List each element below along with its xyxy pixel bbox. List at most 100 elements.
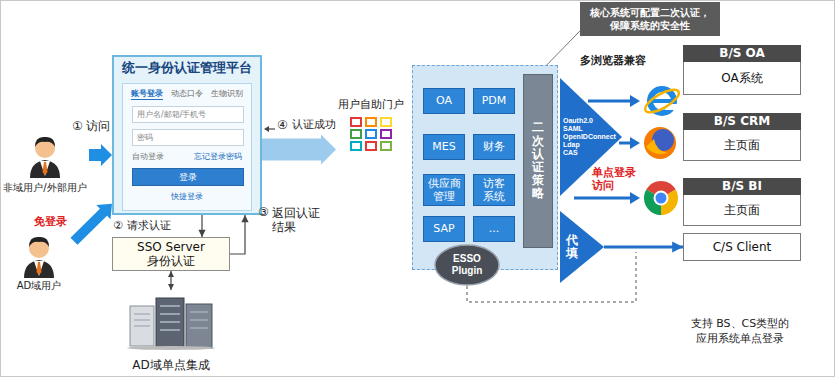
arrow-head xyxy=(168,284,174,290)
box-label: SAP xyxy=(433,222,454,235)
edge-label: 免登录 xyxy=(34,215,67,228)
callout-box: 核心系统可配置二次认证， 保障系统的安全性 xyxy=(580,2,720,36)
card-title: B/S CRM xyxy=(714,114,770,128)
box-label: 供应商管理 xyxy=(427,177,461,203)
arrow-head xyxy=(168,271,174,277)
box-label: SSO Server xyxy=(137,240,205,254)
access-arrow xyxy=(89,144,112,166)
sso-free-arrow xyxy=(70,204,112,245)
box-label: OA xyxy=(436,94,452,107)
fat-arrow xyxy=(89,144,112,166)
user-portal: 用户自助门户 xyxy=(336,98,406,160)
server-icon xyxy=(126,292,216,350)
step-arrow xyxy=(264,126,275,132)
box-label: 核心系统可配置二次认证， 保障系统的安全性 xyxy=(585,6,715,32)
app-box: 财务 xyxy=(473,134,515,160)
fill-arrow xyxy=(604,242,683,253)
login-form: 账号登录动态口令生物识别自动登录忘记登录密码快捷登录用户名/邮箱/手机号密码登录 xyxy=(122,83,252,211)
auth-platform: 统一身份认证管理平台账号登录动态口令生物识别自动登录忘记登录密码快捷登录用户名/… xyxy=(112,55,262,215)
card-text: 主页面 xyxy=(724,138,760,152)
bs-oa-card: B/S OA OA系统 xyxy=(683,45,801,95)
ad-user: AD域用户 xyxy=(4,232,74,294)
esso-plugin: ESSO Plugin xyxy=(434,244,500,286)
request-arrow xyxy=(198,215,205,237)
box-label: 访客系统 xyxy=(483,177,506,203)
person-icon xyxy=(25,132,65,178)
box-label: 登录 xyxy=(179,172,197,183)
app-box: PDM xyxy=(473,88,515,114)
person-icon xyxy=(19,232,59,278)
ellipse-label: ESSO Plugin xyxy=(447,253,487,277)
success-arrow xyxy=(262,134,336,164)
fat-arrow xyxy=(262,134,336,164)
box-label: ... xyxy=(489,222,500,235)
app-box: ... xyxy=(473,216,515,242)
user-label: AD域用户 xyxy=(4,280,74,292)
triangle-label: Oauth2.0 SAML OpenIDConnect Ldap CAS xyxy=(563,117,595,157)
highlight-note: 单点登录 访问 xyxy=(592,166,638,192)
card-title: B/S BI xyxy=(722,179,762,193)
footnote: 支持 BS、CS类型的 应用系统单点登录 xyxy=(684,316,796,347)
input-field: 用户名/邮箱/手机号 xyxy=(132,106,244,123)
fat-arrow xyxy=(70,204,112,245)
app-box: 访客系统 xyxy=(473,174,515,206)
box-label: PDM xyxy=(482,94,507,107)
user-label: 非域用户/外部用户 xyxy=(1,182,89,194)
form-text: 生物识别 xyxy=(211,89,243,99)
external-user: 非域用户/外部用户 xyxy=(1,132,89,196)
card-text: OA系统 xyxy=(721,71,762,85)
connector-line xyxy=(604,246,683,249)
card-body: OA系统 xyxy=(683,62,801,95)
edge-label: 访问 xyxy=(86,119,110,133)
edge-label: 请求认证 xyxy=(127,219,171,232)
second-auth-band: 二次认证策略 xyxy=(523,74,553,248)
form-text: 忘记登录密码 xyxy=(194,152,242,162)
server-label: AD域单点集成 xyxy=(112,358,230,372)
card-body: 主页面 xyxy=(683,195,801,226)
edge-label: 认证成功 xyxy=(292,118,336,131)
input-field: 密码 xyxy=(132,129,244,146)
firefox-icon xyxy=(644,127,676,159)
card-text: 主页面 xyxy=(724,203,760,217)
callout-number: ① xyxy=(72,119,83,133)
app-box: SAP xyxy=(423,216,465,242)
card-header: B/S BI xyxy=(683,178,801,195)
portal-label: 用户自助门户 xyxy=(336,98,406,111)
ie-icon xyxy=(642,85,682,116)
portal-icon xyxy=(349,116,393,152)
app-box: 供应商管理 xyxy=(423,174,465,206)
callout-number: ④ xyxy=(277,118,288,132)
app-box: MES xyxy=(423,134,465,160)
form-text: 动态口令 xyxy=(171,89,203,99)
box-label: 身份认证 xyxy=(147,254,195,268)
card-title: B/S OA xyxy=(719,46,765,60)
form-text: 快捷登录 xyxy=(123,192,251,202)
arrow-head xyxy=(241,215,248,222)
ad-server: AD域单点集成 xyxy=(112,290,230,372)
section-note: 多浏览器兼容 xyxy=(580,54,646,67)
login-button: 登录 xyxy=(132,168,244,186)
form-text: 自动登录 xyxy=(132,152,164,162)
bs-bi-card: B/S BI 主页面 xyxy=(683,178,801,226)
callout-number: ② xyxy=(113,219,123,232)
chrome-icon xyxy=(644,181,678,215)
edge-label: 返回认证 结果 xyxy=(272,206,322,235)
app-box: OA xyxy=(423,88,465,114)
arrow-head xyxy=(198,230,205,237)
input-placeholder: 用户名/邮箱/手机号 xyxy=(137,110,206,120)
ad-link xyxy=(168,271,174,290)
result-arrow xyxy=(230,215,249,254)
cs-client-box: C/S Client xyxy=(683,233,801,261)
triangle-label: 代填 xyxy=(566,234,578,260)
box-label: C/S Client xyxy=(713,240,772,254)
card-body: 主页面 xyxy=(683,130,801,161)
card-header: B/S OA xyxy=(683,45,801,62)
callout-number: ③ xyxy=(258,205,269,219)
vertical-label: 二次认证策略 xyxy=(532,121,544,200)
card-header: B/S CRM xyxy=(683,113,801,130)
box-label: 财务 xyxy=(483,140,505,153)
bs-crm-card: B/S CRM 主页面 xyxy=(683,113,801,161)
